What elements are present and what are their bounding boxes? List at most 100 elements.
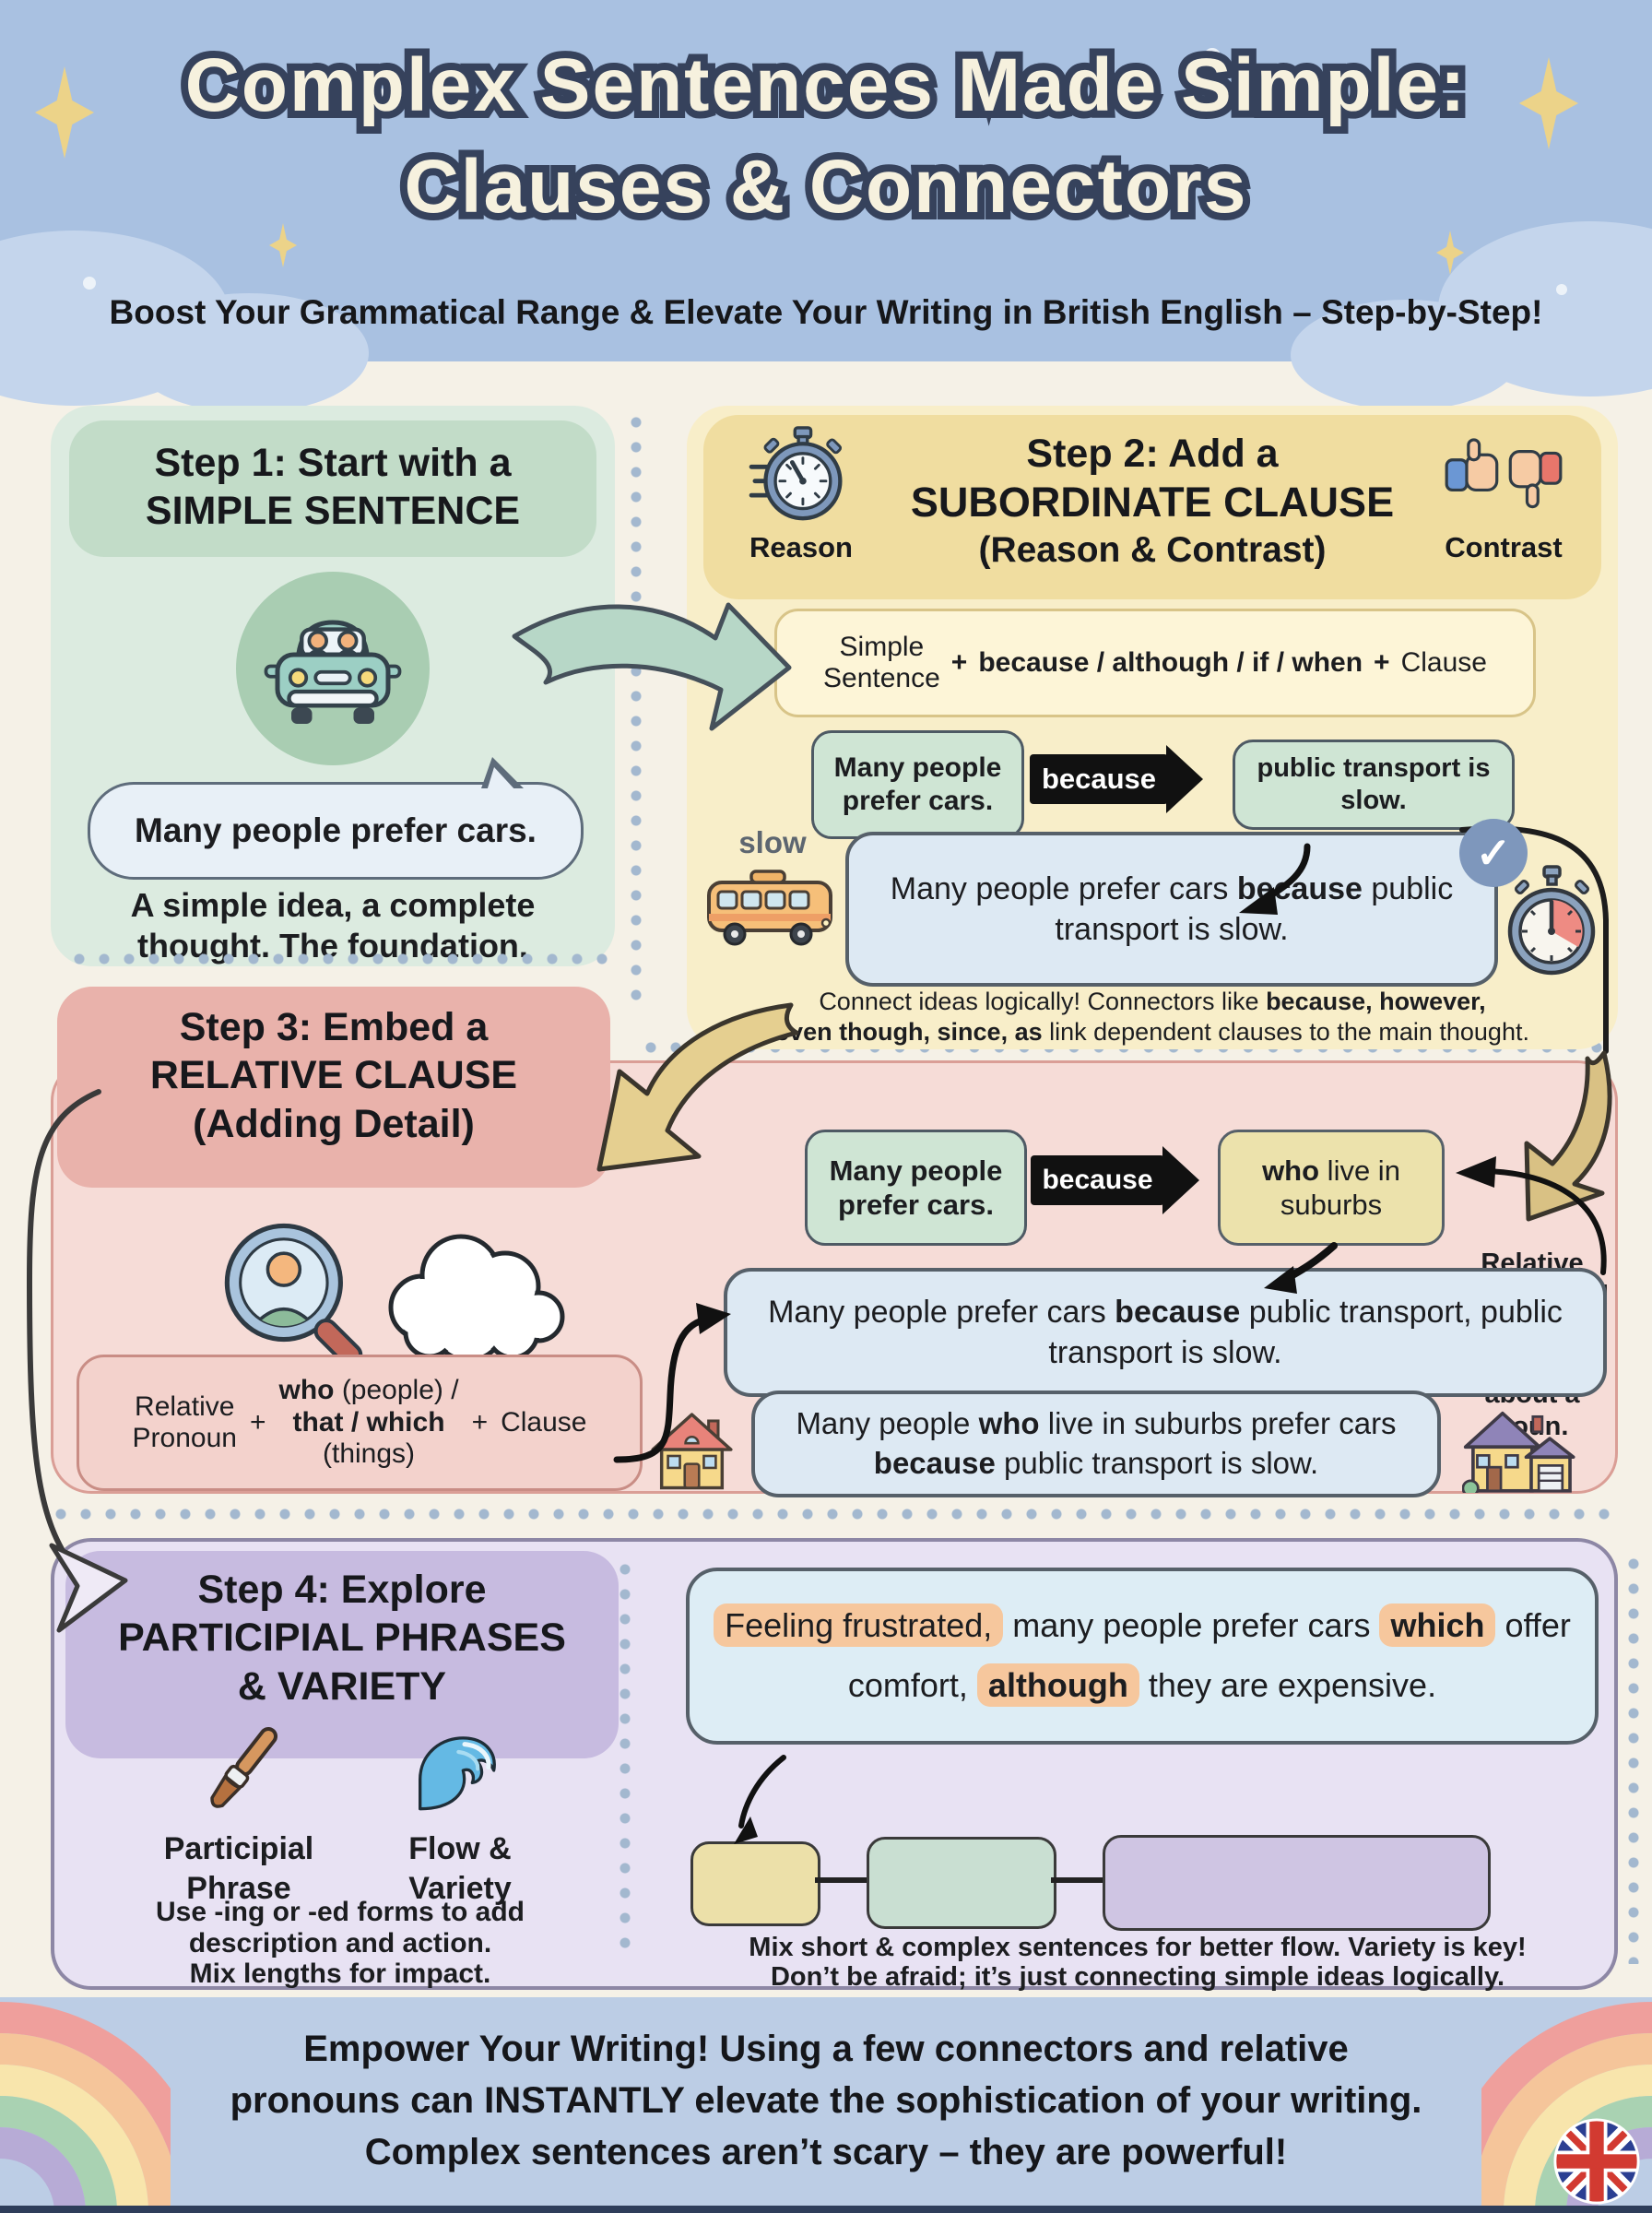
example-text: many people prefer cars [1003, 1606, 1380, 1645]
plus-sign: + [249, 1407, 266, 1438]
step4-caption: Use -ing or -ed forms to add description… [73, 1897, 608, 1990]
yellow-arrow-step2-to-step3-left [596, 1002, 799, 1172]
formula-connectors: because / although / if / when [978, 647, 1363, 678]
paintbrush-icon [210, 1727, 278, 1808]
formula-text: Pronoun [132, 1423, 237, 1453]
step4-panel: Step 4: Explore PARTICIPIAL PHRASES & VA… [51, 1538, 1618, 1993]
title-outline: Clauses & Connectors [397, 142, 1254, 232]
formula-clause: Clause [501, 1407, 587, 1438]
flow-text: public transport is slow. [1257, 753, 1491, 815]
dot-decoration [1204, 48, 1221, 65]
step3-heading-line3: (Adding Detail) [193, 1101, 475, 1146]
down-arrow [1264, 1242, 1338, 1294]
wave-icon [419, 1736, 496, 1811]
step4-heading: Step 4: Explore PARTICIPIAL PHRASES & VA… [65, 1551, 619, 1758]
connector-line [1051, 1877, 1103, 1883]
step2-result-box: Many people prefer cars because public t… [845, 832, 1498, 987]
step4-caption2: Mix short & complex sentences for better… [663, 1933, 1612, 1993]
label-text: Phrase [186, 1870, 291, 1906]
plus-sign: + [471, 1407, 489, 1438]
footer-line3: Complex sentences aren’t scary – they ar… [364, 2132, 1288, 2172]
title-text: Clauses & Connectors [404, 145, 1248, 229]
step3-heading-line2: RELATIVE CLAUSE [149, 1053, 518, 1098]
subtitle: Boost Your Grammatical Range & Elevate Y… [109, 293, 1543, 331]
dotted-divider-vertical [620, 1564, 631, 1960]
caption-text: Use -ing or -ed forms to add [155, 1897, 525, 1927]
flow-text: prefer cars. [842, 786, 994, 816]
dot-decoration [562, 65, 573, 76]
house-icon [651, 1413, 733, 1490]
highlighted-connector: although [976, 1663, 1139, 1707]
bottom-strip [0, 2206, 1652, 2213]
step1-speech-bubble: Many people prefer cars. [88, 757, 584, 880]
caption-text: Mix short & complex sentences for better… [749, 1933, 1527, 1962]
flow-variety-label: Flow & Variety [368, 1829, 552, 1908]
step4-heading-line3: & VARIETY [237, 1663, 447, 1709]
step4-heading-line1: Step 4: Explore [197, 1568, 487, 1612]
because-arrow-label: because [1041, 763, 1157, 795]
medium-sentence-block [867, 1837, 1056, 1929]
example-text: they are expensive. [1139, 1666, 1437, 1704]
formula-text: (people) / [334, 1375, 459, 1406]
result-text: public transport, public transport is sl… [1048, 1294, 1563, 1370]
reason-label: Reason [749, 530, 853, 563]
step2-flow-box1: Many people prefer cars. [811, 730, 1024, 839]
step1-caption-line1: A simple idea, a complete [130, 886, 536, 924]
dotted-divider-vertical [631, 417, 642, 1007]
flow-text: Many people [829, 1154, 1003, 1187]
curved-down-arrow [734, 1755, 786, 1844]
participial-phrase-label: Participial Phrase [114, 1829, 363, 1908]
result-text: live in suburbs prefer cars [1039, 1406, 1397, 1441]
note-text: Connect ideas logically! Connectors like [819, 988, 1267, 1015]
check-glyph: ✓ [1475, 829, 1512, 877]
caption-text: description and action. [188, 1927, 492, 1959]
step4-heading-line2: PARTICIPIAL PHRASES [118, 1615, 566, 1661]
result-bold: because [1115, 1294, 1241, 1330]
step1-heading-line1: Step 1: Start with a [154, 441, 512, 485]
curved-arrow-step1-to-step2 [512, 602, 792, 731]
caption-text: Don’t be afraid; it’s just connecting si… [770, 1962, 1505, 1993]
curved-arrow-step3-to-step4 [26, 1089, 128, 1633]
formula-simple-sentence: Simple Sentence [823, 632, 940, 695]
footer-band [0, 1997, 1652, 2213]
step4-example-box: Feeling frustrated, many people prefer c… [686, 1568, 1599, 1745]
curved-arrow-note-to-box [1456, 1156, 1607, 1275]
dot-decoration [1556, 284, 1567, 295]
example-text: offer comfort, [847, 1606, 1571, 1704]
dot-decoration [83, 277, 96, 290]
stopwatch-icon [749, 426, 843, 521]
step3-flow-box1: Many people prefer cars. [805, 1130, 1027, 1246]
timer-red-icon [1507, 865, 1596, 976]
caption-text: Mix lengths for impact. [189, 1959, 491, 1990]
short-sentence-block [690, 1841, 820, 1926]
formula-text: Relative [135, 1391, 235, 1422]
slow-label: slow [703, 825, 842, 860]
slow-text: slow [738, 825, 807, 859]
step1-heading-line2: SIMPLE SENTENCE [145, 489, 521, 534]
thumbs-up-down-icon [1445, 438, 1563, 509]
note-bold: even though, since, as [775, 1017, 1043, 1046]
formula-text: (things) [323, 1438, 416, 1470]
step2-heading-line1: Step 2: Add a [1026, 432, 1279, 476]
result-bold: because [873, 1446, 996, 1480]
result-text: Many people [796, 1406, 979, 1441]
step2-heading: Step 2: Add a SUBORDINATE CLAUSE (Reason… [703, 415, 1601, 599]
connector-line [815, 1877, 867, 1883]
result-text: public transport is slow. [1055, 870, 1454, 947]
step1-heading: Step 1: Start with a SIMPLE SENTENCE [69, 420, 596, 557]
title-outline: Complex Sentences Made Simple: [178, 41, 1473, 131]
dot-decoration [369, 89, 393, 112]
magnifier-person-icon [224, 1223, 363, 1367]
result-text: Many people prefer cars [890, 870, 1237, 906]
s-curve-arrow-formula-to-result [613, 1303, 731, 1463]
flow-text: Many people [833, 752, 1002, 783]
result-text: Many people prefer cars [768, 1294, 1115, 1330]
step3-result-box2: Many people who live in suburbs prefer c… [751, 1391, 1441, 1497]
step3-relative-clause-box: who live in suburbs [1218, 1130, 1445, 1246]
long-sentence-block [1103, 1835, 1491, 1931]
contrast-label: Contrast [1445, 530, 1563, 563]
page-title-line1: Complex Sentences Made Simple: Complex S… [0, 41, 1652, 140]
car-icon [264, 620, 402, 724]
yellow-arrow-step2-to-step3-right [1524, 1050, 1612, 1222]
reason-icon-group: Reason [727, 426, 875, 565]
